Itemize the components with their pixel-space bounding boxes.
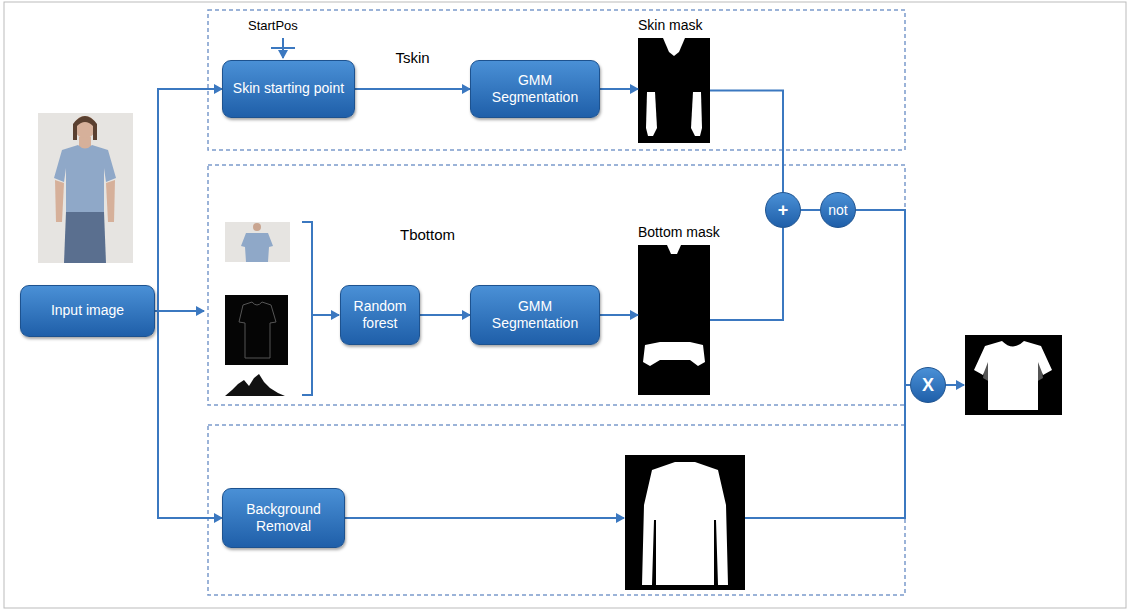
background-mask-image xyxy=(625,455,745,590)
skin-mask-image xyxy=(638,38,710,143)
background-wire xyxy=(745,385,905,518)
operator-circle: + xyxy=(765,192,801,228)
connector xyxy=(856,210,910,385)
mask-heading: Skin mask xyxy=(638,17,703,33)
group-frame xyxy=(208,10,905,150)
frame xyxy=(4,2,1126,608)
node-text: Random forest xyxy=(349,298,411,333)
group-frame xyxy=(208,165,905,405)
node-text: Background Removal xyxy=(231,501,336,536)
connector xyxy=(155,89,222,311)
input-to-features-arrow xyxy=(155,310,204,312)
process-box: Input image xyxy=(20,285,155,337)
node-text: Input image xyxy=(51,302,124,320)
node-text: GMM Segmentation xyxy=(479,72,591,107)
connector xyxy=(420,314,470,316)
connector xyxy=(710,91,783,193)
node-text: GMM Segmentation xyxy=(479,298,591,333)
connector xyxy=(600,314,638,316)
output-mask-image xyxy=(965,335,1062,415)
process-box: Background Removal xyxy=(222,488,345,548)
image-mask: Bottom mask xyxy=(638,245,710,395)
node-text: X xyxy=(922,375,934,396)
startpos-bar xyxy=(271,47,295,49)
operator-circle: not xyxy=(820,192,856,228)
process-box: Skin starting point xyxy=(222,60,355,118)
annotation-label: Tbottom xyxy=(398,226,457,243)
thumbnail-edges xyxy=(225,295,288,365)
process-box: GMM Segmentation xyxy=(470,60,600,118)
node-text: + xyxy=(778,200,789,221)
thumbnail-histogram xyxy=(225,374,285,396)
connector xyxy=(355,88,470,90)
annotation-label: StartPos xyxy=(246,18,300,33)
input-photo xyxy=(38,113,133,263)
operator-circle: X xyxy=(910,367,946,403)
process-box: Random forest xyxy=(340,285,420,345)
process-box: GMM Segmentation xyxy=(470,285,600,345)
connector xyxy=(600,88,638,90)
bottom-mask-image xyxy=(638,245,710,395)
edge-label: Tskin xyxy=(393,49,431,66)
removal-arrow xyxy=(345,517,624,519)
bracket xyxy=(302,222,318,395)
node-text: Skin starting point xyxy=(233,80,344,98)
node-text: not xyxy=(828,202,847,218)
connector xyxy=(710,228,783,320)
features-arrow xyxy=(318,314,339,316)
mask-heading: Bottom mask xyxy=(638,224,720,240)
connector xyxy=(155,311,222,518)
connector xyxy=(801,209,820,211)
image-mask: Skin mask xyxy=(638,38,710,143)
output-arrow xyxy=(946,384,964,386)
thumbnail-photo xyxy=(225,222,290,262)
group-frame xyxy=(208,425,905,595)
